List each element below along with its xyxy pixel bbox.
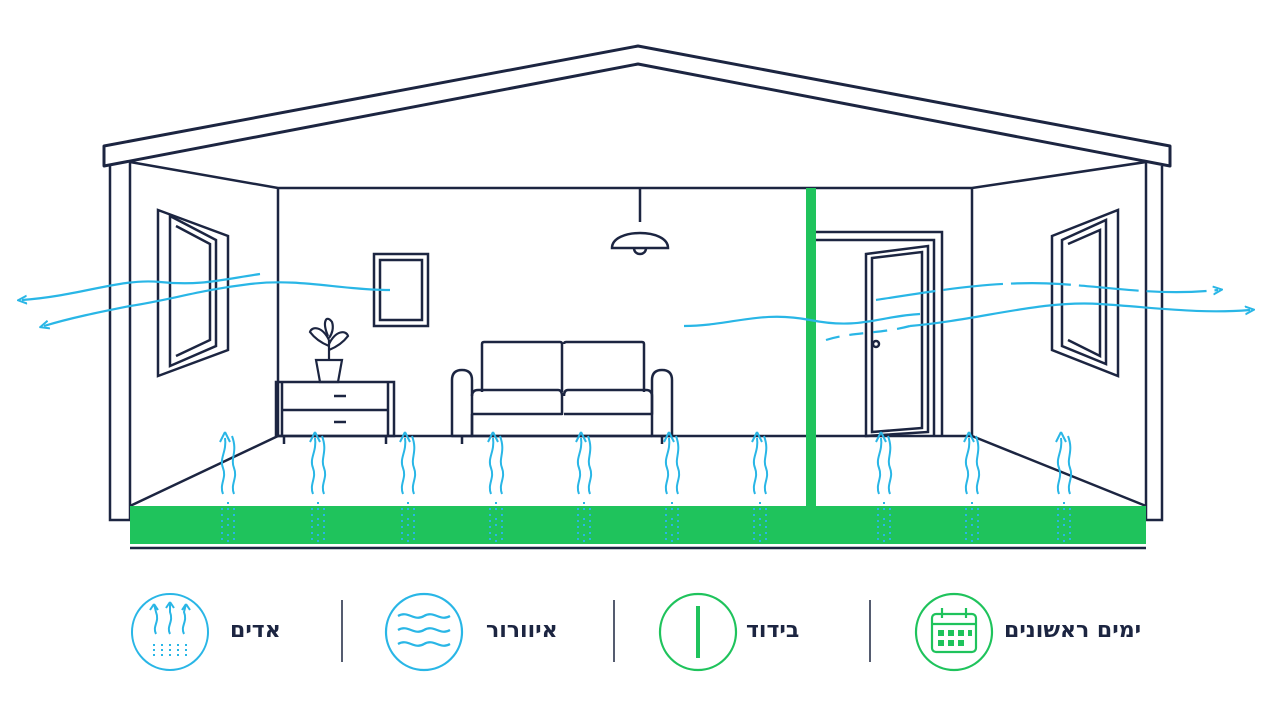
legend-label-days: ימים ראשונים — [1004, 618, 1142, 643]
left-window — [156, 208, 230, 378]
legend-separators — [341, 600, 871, 662]
wind-waves-icon — [384, 592, 464, 672]
house-walls — [108, 160, 1164, 550]
airflow-lines — [22, 272, 1250, 342]
insulation-wall — [806, 188, 816, 508]
sofa — [450, 340, 674, 444]
roof — [102, 44, 1172, 168]
dresser — [274, 380, 396, 444]
insulation-floor — [130, 506, 1146, 544]
calendar-icon — [914, 592, 994, 672]
ceiling-lamp — [610, 188, 670, 256]
rising-vapor-icon — [131, 593, 209, 671]
legend-label-insulation: בידוד — [746, 618, 800, 643]
vertical-bar-icon — [658, 592, 738, 672]
door — [816, 230, 944, 438]
potted-plant — [308, 317, 350, 384]
legend-label-ventilation: איוורור — [486, 618, 558, 643]
legend-label-evaporation: אדים — [230, 618, 281, 643]
right-window — [1050, 208, 1120, 378]
